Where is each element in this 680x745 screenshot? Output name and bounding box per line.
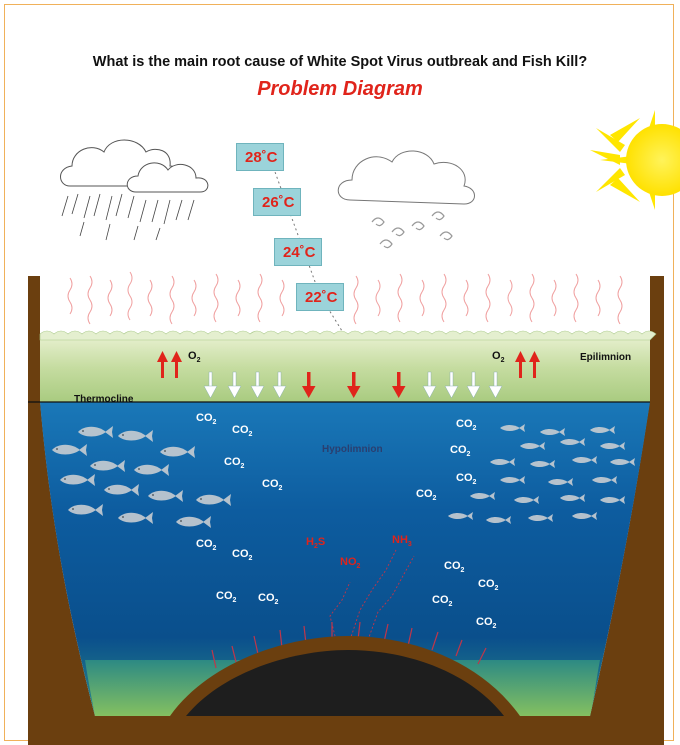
co2-label: CO2 [456,418,477,433]
wind-cloud-icon [337,150,475,249]
temp-box-22: 22˚C [296,283,344,311]
downward-arrows-white [203,371,503,399]
co2-label: CO2 [224,456,245,471]
co2-label: CO2 [232,424,253,439]
co2-label: CO2 [450,444,471,459]
h2s-label: H2S [306,536,326,551]
temp-box-24: 24˚C [274,238,322,266]
hypolimnion-label: Hypolimnion [322,444,383,455]
downward-arrows-red [302,372,406,398]
page-subtitle: Problem Diagram [257,78,423,100]
sun-icon [590,110,680,210]
rain-cloud-icon [60,139,209,241]
temperature-trend-line [269,157,347,339]
pond-bank [28,276,664,745]
temp-box-26: 26˚C [253,188,301,216]
co2-label: CO2 [444,560,465,575]
page-title: What is the main root cause of White Spo… [92,54,588,70]
water-surface-waves [39,330,657,341]
co2-label: CO2 [416,488,437,503]
no2-label: NO2 [340,556,361,571]
co2-label: CO2 [216,590,237,605]
co2-label: CO2 [196,538,217,553]
nh3-label: NH3 [392,534,412,549]
epilimnion-label: Epilimnion [580,352,632,363]
heat-waves [67,271,623,325]
co2-label: CO2 [262,478,283,493]
co2-label: CO2 [232,548,253,563]
epilimnion-layer [40,334,650,402]
gas-bubble-trails [329,549,415,641]
co2-label: CO2 [478,578,499,593]
thermocline-label: Thermocline [74,394,134,405]
hypolimnion-layer [40,402,650,716]
oxygen-label-left: O2 [188,350,201,365]
co2-label: CO2 [258,592,279,607]
co2-label: CO2 [456,472,477,487]
oxygen-loss-arrows [157,351,540,378]
co2-label: CO2 [432,594,453,609]
oxygen-label-right: O2 [492,350,505,365]
temp-box-28: 28˚C [236,143,284,171]
co2-label: CO2 [476,616,497,631]
sludge-mound-core [186,650,504,716]
co2-label: CO2 [196,412,217,427]
